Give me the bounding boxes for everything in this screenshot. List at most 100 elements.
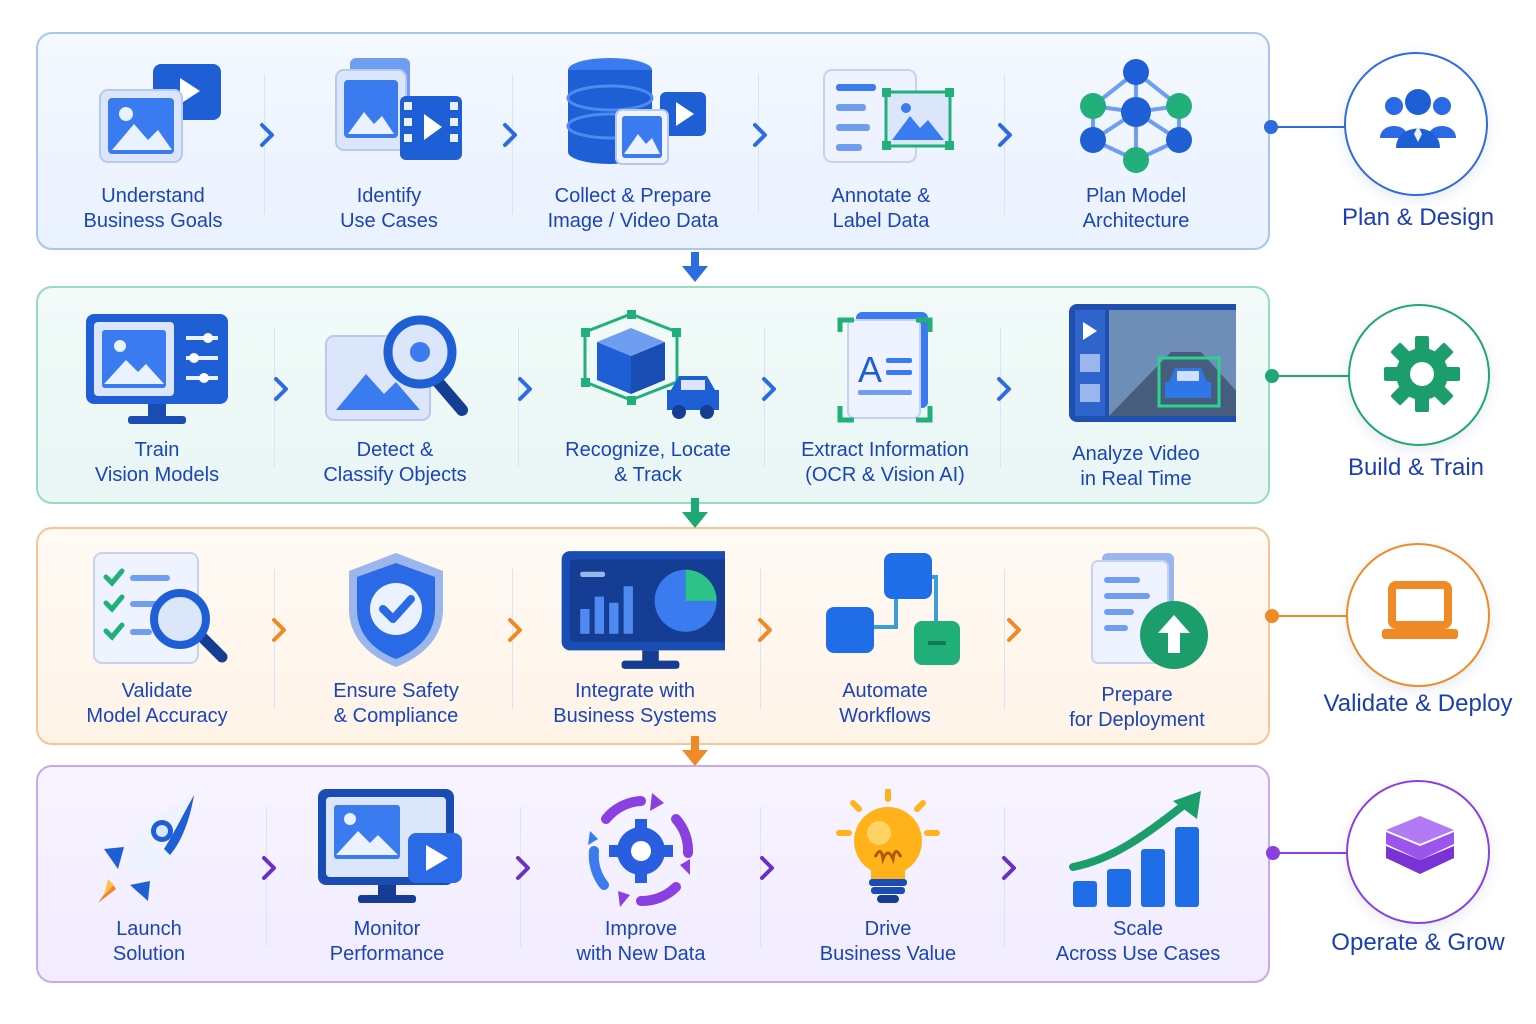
chevron-right-icon <box>1002 856 1016 880</box>
step-extract-information: A Extract Information(OCR & Vision AI) <box>770 288 1000 502</box>
chevron-right-icon <box>262 856 276 880</box>
chevron-right-icon <box>1007 618 1021 642</box>
svg-text:A: A <box>858 349 882 390</box>
layers-icon <box>1386 816 1454 874</box>
chevron-right-icon <box>274 377 288 401</box>
chevron-right-icon <box>260 123 274 147</box>
phase-label-validate-deploy: Validate & Deploy <box>1323 690 1513 717</box>
connector-line <box>1272 615 1348 617</box>
media-stack-icon <box>335 58 462 160</box>
rocket-icon <box>98 795 194 903</box>
step-ensure-safety-compliance: Ensure Safety& Compliance <box>281 529 511 743</box>
step-label: Detect &Classify Objects <box>323 439 467 486</box>
video-analysis-icon <box>1069 304 1236 422</box>
ocr-document-icon: A <box>837 312 933 423</box>
network-icon <box>1080 59 1192 173</box>
annotate-icon <box>823 69 954 163</box>
dashboard-monitor-icon <box>561 551 725 669</box>
chevron-right-icon <box>997 377 1011 401</box>
image-magnifier-icon <box>325 315 468 421</box>
step-annotate-label-data: Annotate &Label Data <box>766 34 996 248</box>
lightbulb-icon <box>836 789 940 903</box>
chevron-right-icon <box>503 123 517 147</box>
database-media-icon <box>566 58 706 165</box>
checklist-magnifier-icon <box>93 552 228 664</box>
laptop-icon <box>1382 581 1458 639</box>
step-label: Ensure Safety& Compliance <box>333 680 459 727</box>
divider <box>512 74 513 214</box>
connector-dot <box>1264 120 1278 134</box>
step-label: Recognize, Locate& Track <box>565 439 731 486</box>
chevron-right-icon <box>760 856 774 880</box>
workflow-icon <box>826 553 960 665</box>
divider <box>1004 569 1005 709</box>
chevron-right-icon <box>758 618 772 642</box>
step-recognize-locate-track: Recognize, Locate& Track <box>533 288 763 502</box>
chevron-right-icon <box>516 856 530 880</box>
connector-line <box>1272 126 1346 128</box>
phase-badge-build-train <box>1348 304 1490 446</box>
step-label: Annotate &Label Data <box>831 185 931 232</box>
chevron-right-icon <box>508 618 522 642</box>
connector-line <box>1272 852 1348 854</box>
phase-badge-validate-deploy <box>1346 543 1490 687</box>
arrow-down-icon <box>682 736 708 766</box>
arrow-down-icon <box>682 498 708 528</box>
divider <box>1004 74 1005 214</box>
phase-badge-operate-grow <box>1346 780 1490 924</box>
chevron-right-icon <box>762 377 776 401</box>
step-label: Extract Information(OCR & Vision AI) <box>801 439 969 486</box>
chevron-right-icon <box>998 123 1012 147</box>
phase-label-build-train: Build & Train <box>1347 454 1485 481</box>
image-video-icon <box>99 64 221 163</box>
connector-line <box>1272 375 1350 377</box>
step-detect-classify-objects: Detect &Classify Objects <box>280 288 510 502</box>
arrow-down-icon <box>682 252 708 282</box>
gear-icon <box>1384 336 1460 412</box>
phase-badge-plan-design <box>1344 52 1488 196</box>
chevron-right-icon <box>272 618 286 642</box>
cycle-gear-icon <box>588 793 694 907</box>
shield-check-icon <box>349 553 443 667</box>
cube-car-icon <box>581 310 719 419</box>
monitor-video-icon <box>318 789 462 903</box>
monitor-sliders-icon <box>86 314 228 424</box>
team-icon <box>1380 89 1456 148</box>
chevron-right-icon <box>518 377 532 401</box>
document-upload-icon <box>1091 553 1208 669</box>
phase-label-plan-design: Plan & Design <box>1341 204 1495 231</box>
